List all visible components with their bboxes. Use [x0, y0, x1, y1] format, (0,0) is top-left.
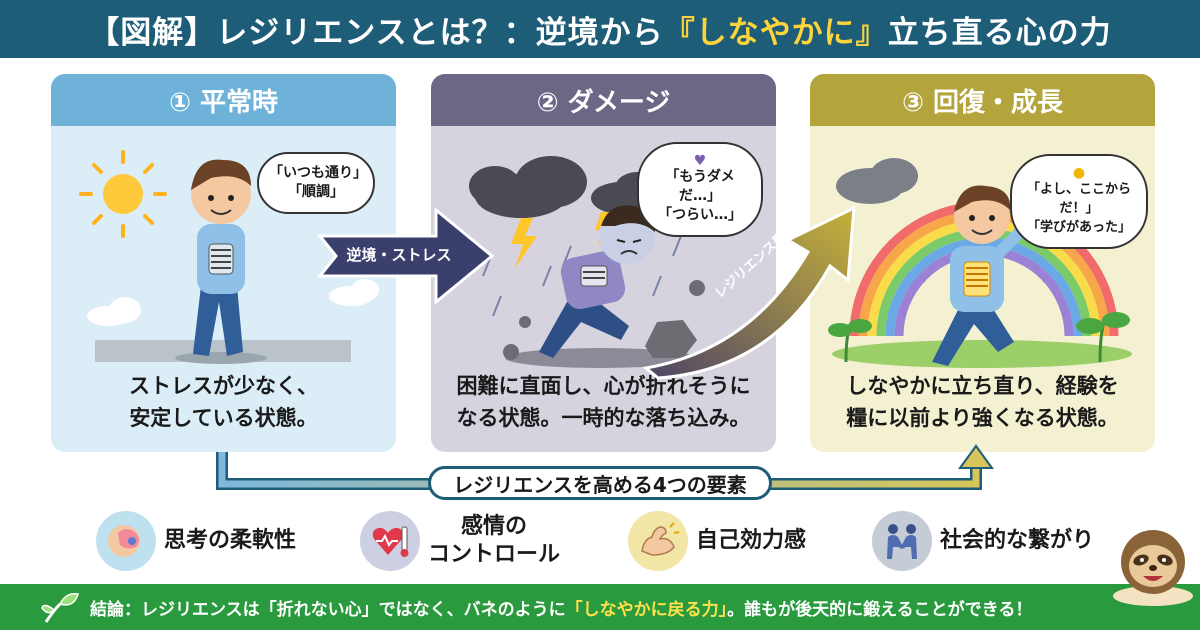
conclusion-text: 結論：レジリエンスは「折れない心」ではなく、バネのように「しなやかに戻る力」。誰…: [90, 595, 1032, 620]
panel-caption: しなやかに立ち直り、経験を 糧に以前より強くなる状態。: [810, 370, 1155, 434]
thought-bubble: 「いつも通り」 「順調」: [257, 152, 375, 214]
factor-item: 社会的な繋がり: [872, 508, 1094, 574]
thought-bubble: ♥ 「もうダメだ…」 「つらい…」: [637, 142, 763, 237]
bubble-line: 「順調」: [288, 184, 344, 200]
panel-title: ① 平常時: [51, 74, 396, 126]
flexed-arm-icon: [628, 511, 688, 571]
bubble-line: 「もうダメだ…」: [665, 169, 735, 204]
panel-recovery: ③ 回復・成長: [810, 74, 1155, 452]
title-text-start: 【図解】レジリエンスとは？：逆境から: [88, 14, 664, 51]
people-icon: [872, 511, 932, 571]
title-banner: 【図解】レジリエンスとは？：逆境から『しなやかに』立ち直る心の力: [0, 0, 1200, 58]
damage-scene-illustration: [469, 156, 705, 368]
normal-scene-illustration: [79, 150, 379, 364]
panel-caption: 困難に直面し、心が折れそうに なる状態。一時的な落ち込み。: [431, 370, 776, 434]
bubble-line: 「学びがあった」: [1026, 220, 1131, 235]
conclusion-banner: 結論：レジリエンスは「折れない心」ではなく、バネのように「しなやかに戻る力」。誰…: [0, 584, 1200, 630]
factor-label-line: コントロール: [428, 542, 561, 567]
bubble-line: 「つらい…」: [658, 207, 742, 223]
sprout-icon: [41, 592, 79, 623]
cloud-icon: [87, 279, 379, 326]
title-highlight: 『しなやかに』: [663, 14, 888, 51]
broken-heart-icon: ♥: [693, 153, 707, 169]
brain-icon: [96, 511, 156, 571]
adversity-arrow-label: 逆境・ストレス: [346, 246, 452, 264]
page-title: 【図解】レジリエンスとは？：逆境から『しなやかに』立ち直る心の力: [88, 7, 1111, 52]
bubble-line: 「よし、ここからだ！」: [1026, 182, 1131, 216]
conclusion-highlight: 「しなやかに戻る力」: [565, 599, 728, 620]
resilience-arrow: [642, 205, 856, 380]
conclusion-text-end: 。誰もが後天的に鍛えることができる！: [727, 599, 1033, 620]
dissipating-cloud-icon: [836, 158, 918, 204]
sloth-mascot-icon: [1113, 530, 1193, 606]
title-text-end: 立ち直る心の力: [887, 14, 1112, 51]
caption-line: なる状態。一時的な落ち込み。: [456, 406, 751, 430]
caption-line: 困難に直面し、心が折れそうに: [456, 374, 751, 398]
factor-item: 感情の コントロール: [360, 508, 560, 574]
grass-ground: [832, 340, 1132, 368]
heart-thermometer-icon: [360, 511, 420, 571]
factor-label: 自己効力感: [696, 528, 807, 553]
bubble-line: 「いつも通り」: [269, 165, 367, 181]
conclusion-text-start: 結論：レジリエンスは「折れない心」ではなく、バネのように: [90, 599, 566, 620]
factors-heading: レジリエンスを高める4つの要素: [428, 466, 772, 500]
recovery-scene-illustration: [828, 158, 1132, 368]
panel-title: ③ 回復・成長: [810, 74, 1155, 126]
factor-label: 感情の コントロール: [428, 513, 560, 569]
caption-line: 糧に以前より強くなる状態。: [846, 406, 1119, 430]
sprout-icon: [828, 312, 1130, 363]
factor-label: 思考の柔軟性: [164, 528, 297, 553]
factor-label: 社会的な繋がり: [940, 528, 1095, 553]
caption-line: ストレスが少なく、: [129, 374, 318, 398]
energetic-person-illustration: [932, 185, 1036, 366]
factor-item: 自己効力感: [628, 508, 806, 574]
caption-line: しなやかに立ち直り、経験を: [846, 374, 1119, 398]
thought-bubble: ● 「よし、ここからだ！」 「学びがあった」: [1010, 154, 1148, 249]
boulder-icon: [503, 280, 705, 360]
distressed-person-illustration: [539, 205, 655, 358]
panel-damage: ② ダメージ ♥: [431, 74, 776, 452]
factor-item: 思考の柔軟性: [96, 508, 296, 574]
sun-icon: [79, 150, 167, 238]
caption-line: 安定している状態。: [129, 406, 318, 430]
panel-caption: ストレスが少なく、 安定している状態。: [51, 370, 396, 434]
ground: [95, 340, 351, 362]
adversity-arrow: [316, 206, 495, 306]
factor-label-line: 感情の: [461, 514, 528, 539]
calm-person-illustration: [175, 159, 267, 364]
panel-title: ② ダメージ: [431, 74, 776, 126]
lightbulb-icon: ●: [1072, 165, 1086, 181]
